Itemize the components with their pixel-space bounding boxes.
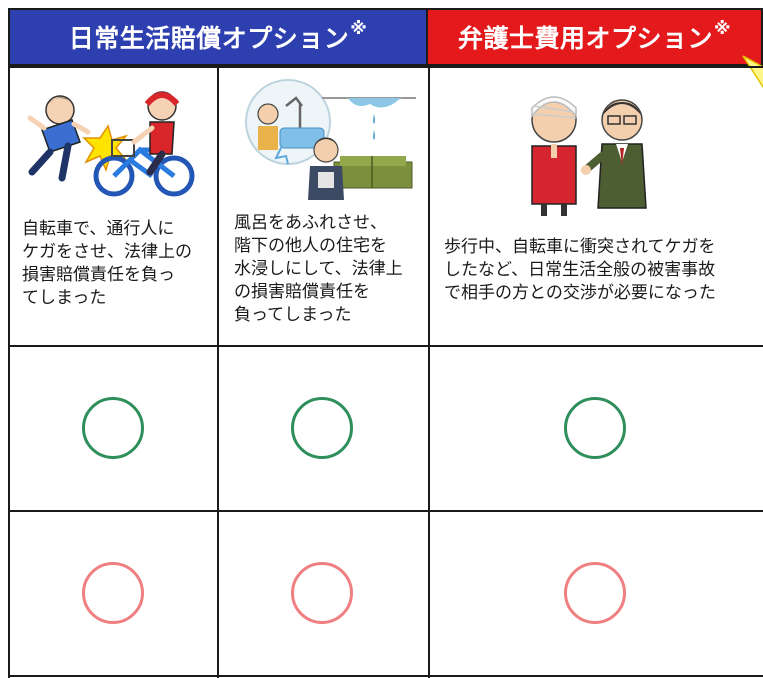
grid-left-border <box>8 66 10 678</box>
callout-pointer-icon <box>742 55 763 89</box>
flooded-bath-caption: 風呂をあふれさせ、 階下の他人の住宅を 水浸しにして、法律上 の損害賠償責任を … <box>234 213 403 325</box>
lawyer-fee-note-mark: ※ <box>713 19 732 39</box>
lawyer-fee-header: 弁護士費用オプション※ <box>428 8 763 66</box>
grid-row2-bottom <box>8 510 763 512</box>
option-mark-col2 <box>291 562 353 624</box>
flooded-bath-illustration <box>245 79 416 200</box>
grid-divider-col2 <box>428 66 430 678</box>
grid-bottom-border <box>8 675 763 677</box>
grid-header-bottom <box>8 66 763 68</box>
bicycle-accident-illustration <box>27 91 195 197</box>
daily-life-liability-header: 日常生活賠償オプション※ <box>8 8 428 66</box>
option-mark-col3 <box>564 562 626 624</box>
grid-row1-bottom <box>8 345 763 347</box>
lawyer-fee-title: 弁護士費用オプション <box>457 24 713 53</box>
option-mark-col1 <box>82 562 144 624</box>
daily-life-liability-title: 日常生活賠償オプション <box>68 24 350 53</box>
negotiation-caption: 歩行中、自転車に衝突されてケガを したなど、日常生活全般の被害事故 で相手の方と… <box>444 237 716 303</box>
grid-divider-col1 <box>217 66 219 678</box>
negotiation-illustration <box>531 96 647 216</box>
liability-mark-col1 <box>82 397 144 459</box>
liability-mark-col2 <box>291 397 353 459</box>
daily-life-note-mark: ※ <box>350 19 368 39</box>
bicycle-accident-caption: 自転車で、通行人に ケガをさせ、法律上の 損害賠償責任を負っ てしまった <box>22 219 192 308</box>
liability-mark-col3 <box>564 397 626 459</box>
